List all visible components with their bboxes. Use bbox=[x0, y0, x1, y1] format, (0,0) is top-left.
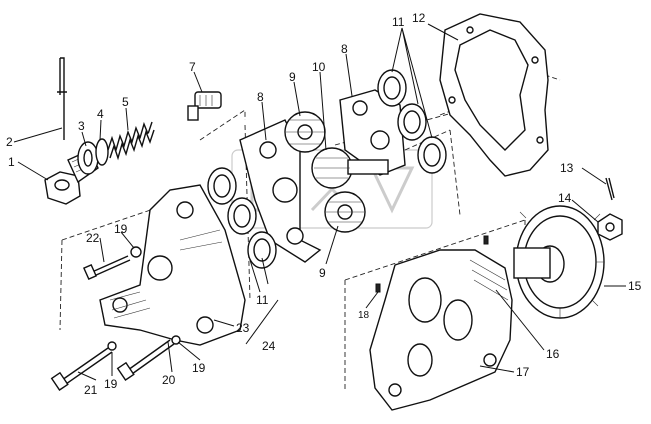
bolt-20 bbox=[116, 339, 175, 381]
callout-20: 20 bbox=[162, 373, 176, 387]
callout-10: 10 bbox=[312, 60, 326, 74]
callout-9-upper: 9 bbox=[289, 70, 296, 84]
castle-nut bbox=[597, 213, 623, 241]
split-pin bbox=[605, 177, 615, 201]
callout-24: 24 bbox=[262, 339, 276, 353]
callout-7: 7 bbox=[189, 60, 196, 74]
callout-13: 13 bbox=[560, 161, 574, 175]
callout-12: 12 bbox=[412, 11, 426, 25]
callout-15: 15 bbox=[628, 279, 642, 293]
pump-housing-left bbox=[99, 184, 246, 346]
callout-19-lower-left: 19 bbox=[104, 377, 118, 391]
lock-washers bbox=[107, 246, 181, 351]
washers bbox=[77, 138, 109, 175]
pump-housing-right bbox=[369, 249, 513, 411]
callout-21: 21 bbox=[84, 383, 98, 397]
bearings-left bbox=[207, 167, 277, 269]
callout-8-left: 8 bbox=[257, 90, 264, 104]
callout-11-upper: 11 bbox=[392, 15, 405, 29]
callout-3: 3 bbox=[78, 119, 85, 133]
bolt-22 bbox=[82, 255, 131, 281]
callout-18: 18 bbox=[358, 310, 370, 321]
callout-19-lower-right: 19 bbox=[192, 361, 206, 375]
callout-1: 1 bbox=[8, 155, 15, 169]
gear-upper bbox=[284, 111, 326, 153]
spacer-plate-right bbox=[339, 89, 406, 176]
callout-17: 17 bbox=[516, 365, 530, 379]
callout-14: 14 bbox=[558, 191, 572, 205]
gear-shaft bbox=[311, 147, 389, 189]
bolt-21 bbox=[50, 347, 113, 391]
callout-11-lower: 11 bbox=[256, 293, 269, 307]
callout-9-lower: 9 bbox=[319, 266, 326, 280]
fitting bbox=[187, 91, 222, 121]
callout-4: 4 bbox=[97, 107, 104, 121]
drive-gear bbox=[513, 205, 605, 319]
gear-lower bbox=[324, 191, 366, 233]
callout-2: 2 bbox=[6, 135, 13, 149]
callout-23: 23 bbox=[236, 321, 250, 335]
callout-16: 16 bbox=[546, 347, 560, 361]
callout-labels: 1 2 3 4 5 7 8 8 9 9 10 11 11 12 13 14 15… bbox=[6, 11, 642, 397]
callout-19-upper: 19 bbox=[114, 222, 128, 236]
spring bbox=[107, 121, 155, 161]
cotter-pin bbox=[57, 57, 67, 140]
leader-lines bbox=[13, 23, 626, 381]
callout-8-right: 8 bbox=[341, 42, 348, 56]
bearings-right bbox=[377, 69, 447, 174]
gasket bbox=[439, 13, 549, 177]
callout-22: 22 bbox=[86, 231, 100, 245]
callout-5: 5 bbox=[122, 95, 129, 109]
